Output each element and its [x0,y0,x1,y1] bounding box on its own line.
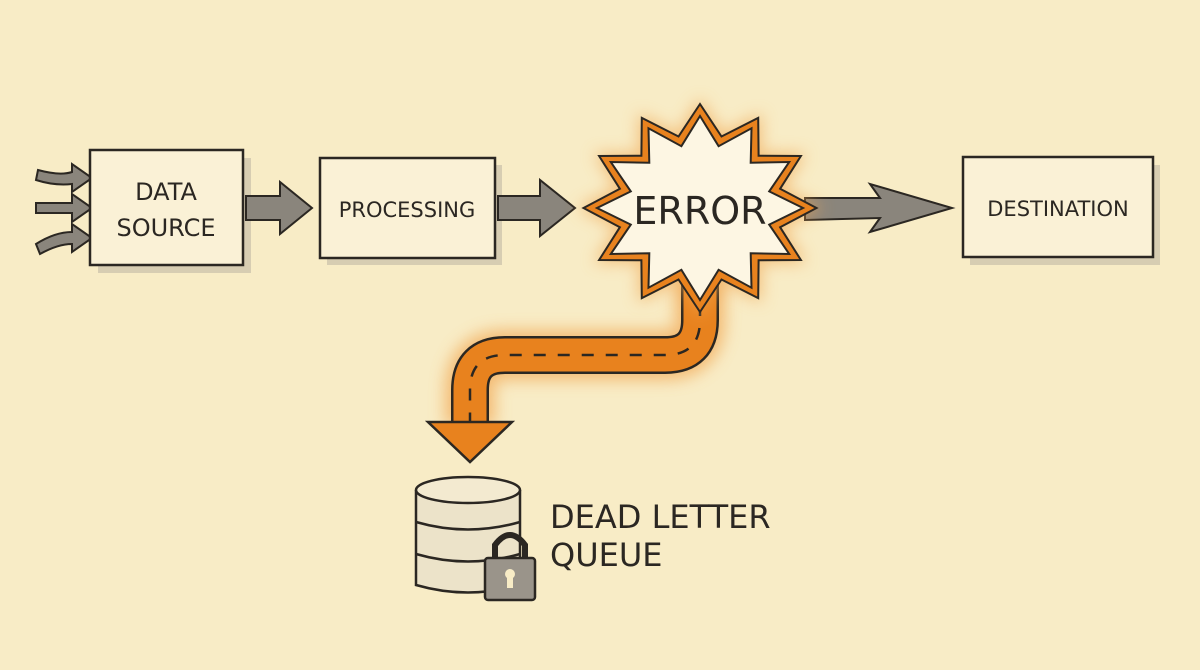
arrow-processing-to-error [497,177,577,239]
dlq-label-2: QUEUE [550,536,662,574]
processing-label: PROCESSING [339,198,476,222]
dlq-label-1: DEAD LETTER [550,498,771,536]
dlq-arrowhead [424,420,516,464]
destination-node: DESTINATION [961,155,1160,265]
incoming-arrows [34,162,94,256]
arrow-source-to-processing [245,179,314,237]
data-source-label-2: SOURCE [116,214,215,242]
error-label: ERROR [633,189,766,233]
error-node: ERROR [576,98,824,318]
database-lock-icon [414,475,537,602]
error-to-dlq-arrow [424,280,725,464]
arrow-error-to-destination [804,182,956,234]
processing-node: PROCESSING [318,156,502,265]
data-source-label-1: DATA [135,178,197,206]
destination-label: DESTINATION [987,197,1129,221]
data-source-node: DATA SOURCE [88,148,251,273]
